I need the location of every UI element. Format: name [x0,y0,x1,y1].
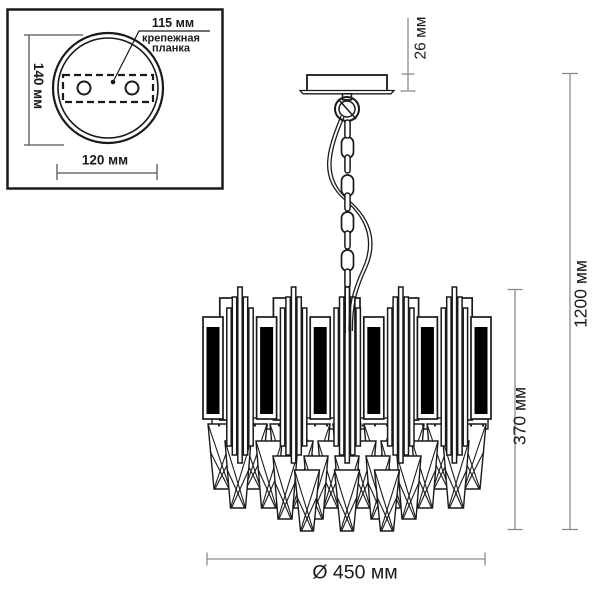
canopy-diameter-label: 140 мм [30,62,46,110]
crystal-prism [373,469,401,532]
overall-height-label: 1200 мм [570,260,591,328]
crystal-prism [293,469,321,532]
crystal-prism [272,455,298,520]
mount-hole-left [76,80,92,96]
holes-distance-label: 115 мм [151,15,195,30]
ceiling-canopy [298,74,396,101]
glass-panel [470,316,492,420]
crystal-prism [333,469,361,532]
mount-hole-right [124,80,140,96]
plate-width-label: 120 мм [81,152,129,168]
canopy-flange [298,89,396,95]
suspension-ring [334,96,360,122]
rod-cluster [333,286,362,464]
glass-panel [202,316,224,420]
glass-panel [362,316,385,420]
rod-cluster [386,286,415,464]
canopy-inner-circle [57,37,159,139]
body-height-label: 370 мм [509,386,530,446]
inset-dimension-lines [24,34,158,180]
mount-plate-label-line2: планка [151,43,191,55]
glass-panel [309,316,332,420]
glass-panel [255,316,278,420]
suspension-chain [340,119,355,333]
mount-plate-label: крепежная планка [142,32,200,55]
canopy-top-view [51,30,210,145]
crystal-prism [442,440,470,509]
glass-panel [416,316,439,420]
rod-cluster [440,286,469,464]
rod-cluster [226,286,254,464]
canopy-top-view-inset [6,8,224,190]
canopy-thickness-label: 26 мм [412,16,430,60]
canopy-outer-circle [51,31,165,145]
leader-line [112,30,210,83]
mount-plate-dashed-outline [61,73,155,104]
crystal-prism [224,440,252,509]
electric-wire [326,115,373,332]
crystal-prism [396,455,422,520]
crystal-drum-body [202,286,492,464]
dimension-lines [206,18,578,566]
rod-cluster [279,286,308,464]
diameter-label: Ø 450 мм [312,561,398,584]
mount-plate-label-line1: крепежная [142,32,200,45]
